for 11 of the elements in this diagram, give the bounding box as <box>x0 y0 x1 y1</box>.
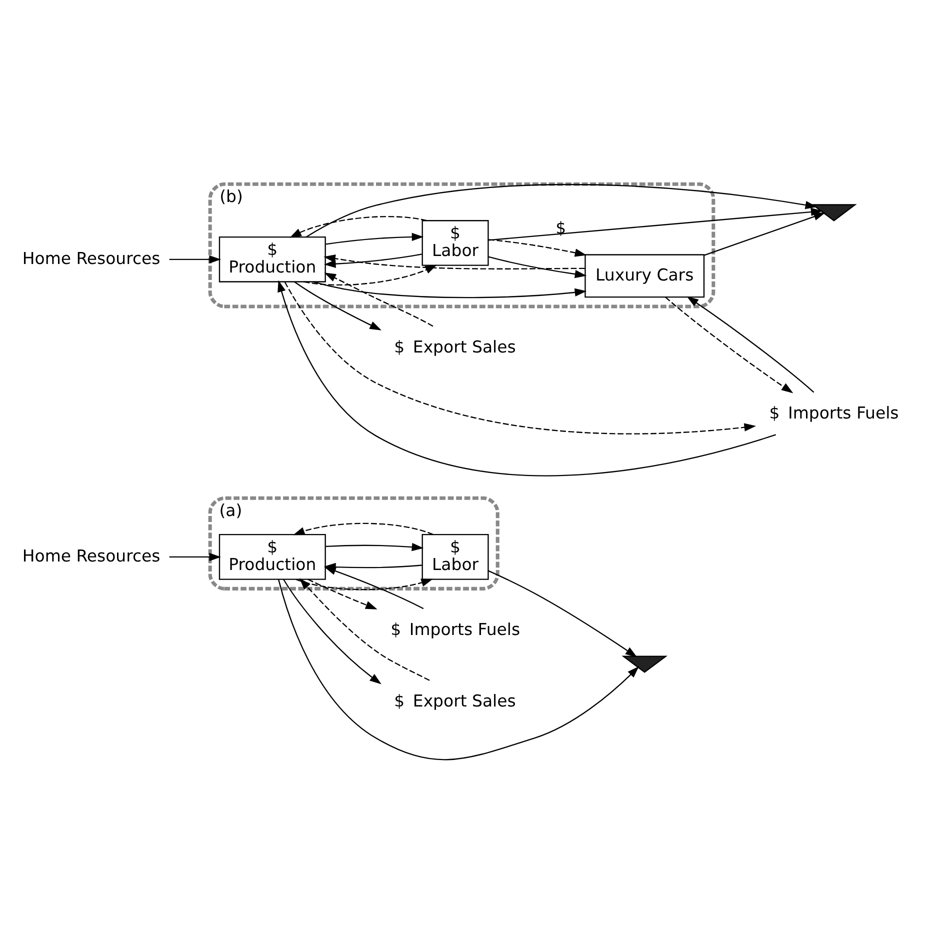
node-text: Export Sales <box>412 691 516 710</box>
node-text: Home Resources <box>22 248 160 268</box>
node-label: $ <box>768 402 780 422</box>
node-text: Imports Fuels <box>408 619 520 638</box>
node-text: Home Resources <box>22 546 160 565</box>
node-text: Imports Fuels <box>788 402 898 422</box>
edge-label: $ <box>555 218 566 237</box>
node-text: Export Sales <box>412 337 516 356</box>
node-label: $ <box>390 619 401 638</box>
node-label: $ <box>394 337 404 356</box>
node-label: $ <box>394 691 404 710</box>
